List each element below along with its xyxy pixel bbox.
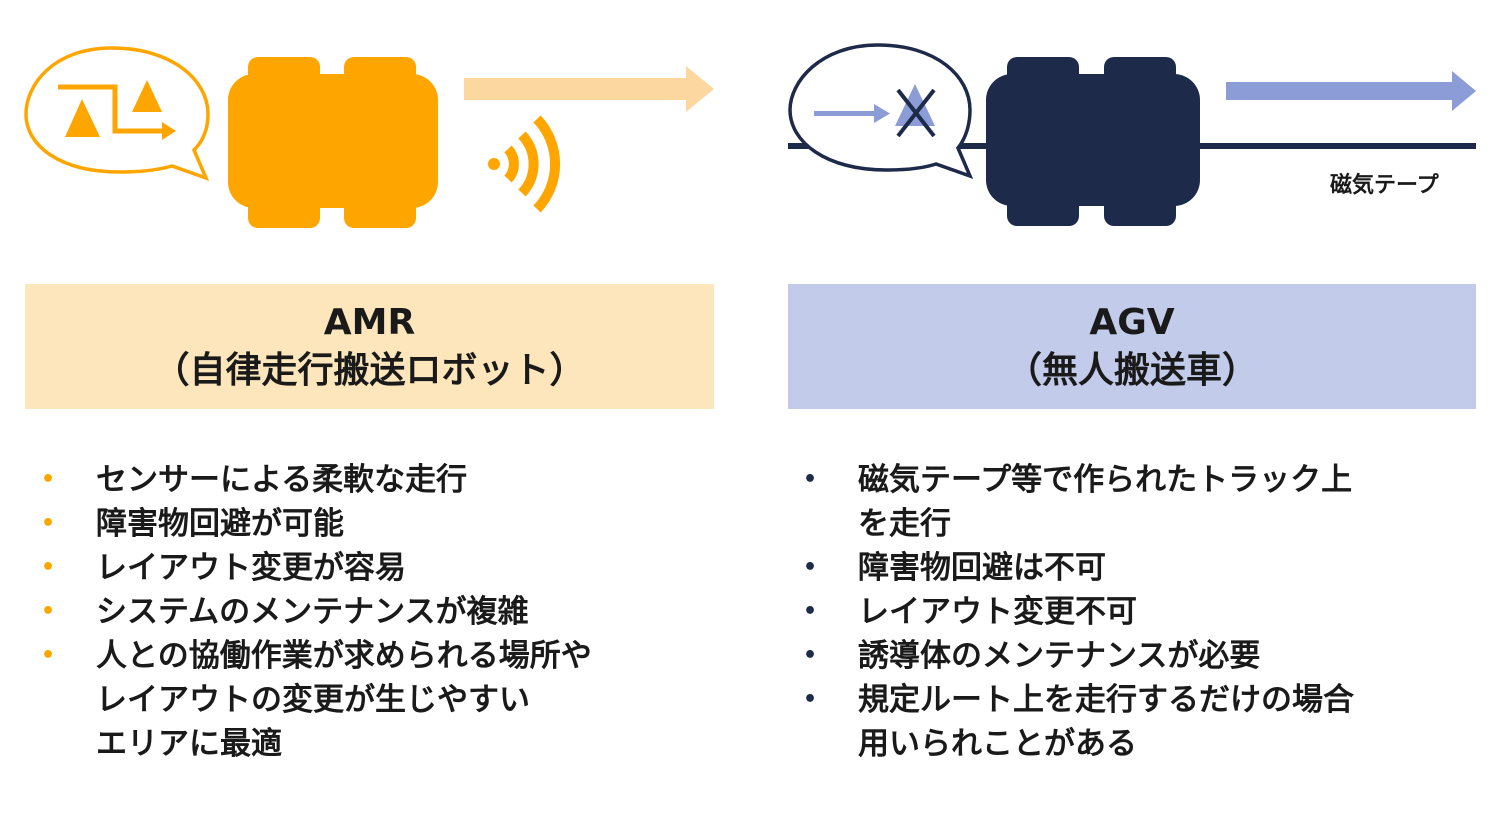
- illustration-layer: [24, 43, 1476, 228]
- amr-title: AMR: [323, 301, 416, 343]
- list-item: • 磁気テープ等で作られたトラック上 を走行: [800, 458, 1480, 546]
- direction-arrow-icon: [814, 104, 890, 123]
- feature-text: センサーによる柔軟な走行: [96, 462, 468, 498]
- bullet-icon: •: [802, 599, 818, 624]
- bullet-icon: •: [40, 643, 56, 668]
- tape-label: 磁気テープ: [1330, 173, 1439, 198]
- agv-title: AGV: [1089, 301, 1175, 343]
- feature-text: 磁気テープ等で作られたトラック上 を走行: [858, 462, 1353, 542]
- list-item: • 誘導体のメンテナンスが必要: [800, 634, 1480, 678]
- bullet-icon: •: [40, 467, 56, 492]
- feature-text: 誘導体のメンテナンスが必要: [858, 638, 1261, 674]
- wireless-signal-icon: [488, 115, 561, 213]
- bullet-icon: •: [802, 555, 818, 580]
- triangle-obstacle-icon: [65, 80, 162, 137]
- robot-vehicle-icon: [986, 57, 1200, 226]
- feature-text: 障害物回避は不可: [858, 550, 1106, 586]
- feature-text: レイアウト変更が容易: [96, 550, 406, 586]
- agv-feature-list: • 磁気テープ等で作られたトラック上 を走行 • 障害物回避は不可 • レイアウト変更…: [800, 458, 1480, 766]
- bullet-icon: •: [802, 687, 818, 712]
- bullet-icon: •: [40, 555, 56, 580]
- list-item: • レイアウト変更不可: [800, 590, 1480, 634]
- amr-subtitle: （自律走行搬送ロボット）: [153, 349, 586, 391]
- feature-text: システムのメンテナンスが複雑: [96, 594, 529, 630]
- list-item: • レイアウト変更が容易: [38, 546, 698, 590]
- feature-text: レイアウト変更不可: [858, 594, 1137, 630]
- list-item: • 障害物回避が可能: [38, 502, 698, 546]
- agv-label-box: AGV （無人搬送車）: [788, 284, 1476, 409]
- direction-arrow-icon: [464, 66, 714, 112]
- list-item: • 規定ルート上を走行するだけの場合 用いられことがある: [800, 678, 1480, 766]
- triangle-obstacle-icon: [895, 84, 935, 126]
- agv-subtitle: （無人搬送車）: [1005, 349, 1258, 391]
- bullet-icon: •: [40, 511, 56, 536]
- feature-text: 障害物回避が可能: [96, 506, 344, 542]
- list-item: • 人との協働作業が求められる場所や レイアウトの変更が生じやすい エリアに最適: [38, 634, 698, 766]
- list-item: • システムのメンテナンスが複雑: [38, 590, 698, 634]
- amr-label-box: AMR （自律走行搬送ロボット）: [25, 284, 714, 409]
- blocked-x-icon: [896, 88, 936, 138]
- bullet-icon: •: [802, 467, 818, 492]
- bullet-icon: •: [802, 643, 818, 668]
- robot-vehicle-icon: [228, 57, 438, 228]
- direction-arrow-icon: [1226, 71, 1476, 111]
- list-item: • 障害物回避は不可: [800, 546, 1480, 590]
- route-arrow-icon: [58, 84, 176, 140]
- bullet-icon: •: [40, 599, 56, 624]
- feature-text: 規定ルート上を走行するだけの場合 用いられことがある: [858, 682, 1354, 762]
- amr-feature-list: • センサーによる柔軟な走行 • 障害物回避が可能 • レイアウト変更が容易 • システ…: [38, 458, 698, 766]
- list-item: • センサーによる柔軟な走行: [38, 458, 698, 502]
- feature-text: 人との協働作業が求められる場所や レイアウトの変更が生じやすい エリアに最適: [96, 638, 592, 762]
